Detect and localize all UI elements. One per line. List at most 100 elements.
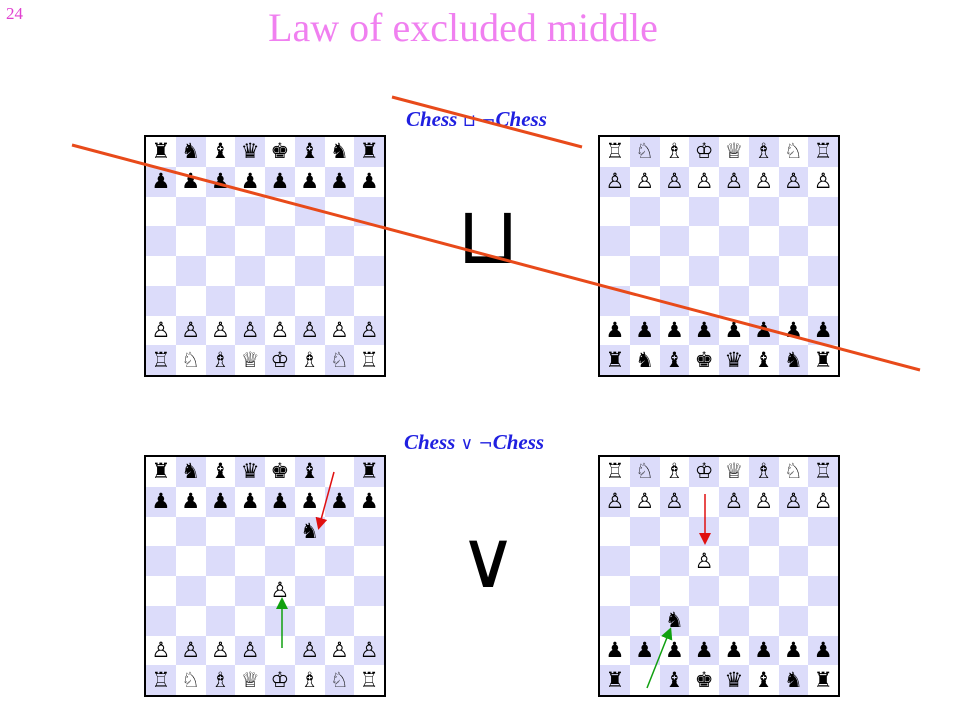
board-square [719,256,749,286]
board-square [689,196,719,227]
chess-piece: ♙ [629,166,660,197]
chess-piece: ♞ [778,665,809,695]
board-square [324,457,355,487]
board-square [146,285,176,316]
formula-left: Chess [406,107,458,131]
chess-piece: ♖ [808,457,838,487]
formula-left: Chess [404,430,456,454]
chessboard-top-left: ♜♞♝♛♚♝♞♜♟♟♟♟♟♟♟♟♙♙♙♙♙♙♙♙♖♘♗♕♔♗♘♖ [144,135,386,377]
chess-piece: ♟ [175,166,206,197]
chess-piece: ♕ [235,345,265,375]
board-square [205,605,236,636]
formula-right: Chess [492,430,545,454]
board-square [719,516,749,547]
chess-piece: ♜ [354,457,384,487]
chess-piece: ♙ [324,635,355,666]
chess-piece: ♟ [719,635,749,666]
board-square [748,196,779,227]
board-square [600,576,630,606]
chess-piece: ♙ [689,166,719,197]
board-square [294,226,325,256]
board-square [205,546,236,576]
board-square [146,576,176,606]
chess-piece: ♘ [778,137,809,167]
chess-piece: ♟ [778,315,809,346]
board-square [265,226,295,256]
board-square [146,605,176,636]
chess-piece: ♟ [629,635,660,666]
board-square [629,665,660,695]
chess-piece: ♔ [689,457,719,487]
chess-piece: ♘ [175,345,206,375]
board-square [659,196,690,227]
board-square [600,605,630,636]
chess-piece: ♞ [324,137,355,167]
board-square [175,256,206,286]
board-square [748,576,779,606]
board-square [205,516,236,547]
chess-piece: ♘ [175,665,206,695]
board-square [629,516,660,547]
board-square [600,546,630,576]
board-square [748,285,779,316]
chess-piece: ♟ [205,486,236,517]
chess-piece: ♙ [689,546,719,576]
board-square [294,196,325,227]
chess-piece: ♞ [175,137,206,167]
chess-piece: ♔ [265,665,295,695]
board-square [265,285,295,316]
board-square [748,256,779,286]
chess-piece: ♝ [659,345,690,375]
chess-piece: ♟ [748,315,779,346]
board-square [778,516,809,547]
board-square [808,546,838,576]
board-square [205,256,236,286]
chess-piece: ♙ [659,486,690,517]
chess-piece: ♟ [354,166,384,197]
formula-disjunction: Chess ∨ ¬Chess [404,430,544,455]
board-square [600,516,630,547]
board-square [175,576,206,606]
chess-piece: ♜ [600,665,630,695]
board-square [629,576,660,606]
board-square [600,285,630,316]
board-square [265,516,295,547]
chess-piece: ♟ [294,166,325,197]
board-square [689,226,719,256]
board-square [265,196,295,227]
board-square [294,546,325,576]
board-square [294,285,325,316]
board-square [205,285,236,316]
chess-piece: ♔ [265,345,295,375]
chess-piece: ♟ [146,166,176,197]
slide-title: Law of excluded middle [268,5,658,50]
chess-piece: ♟ [235,486,265,517]
chess-piece: ♙ [354,315,384,346]
board-square [778,256,809,286]
board-square [354,256,384,286]
chess-piece: ♙ [719,166,749,197]
formula-operator: ⊔ ¬ [462,111,496,131]
chess-piece: ♘ [629,137,660,167]
board-square [354,605,384,636]
board-square [808,576,838,606]
board-square [629,285,660,316]
chess-piece: ♞ [175,457,206,487]
chess-piece: ♜ [146,457,176,487]
board-square [629,196,660,227]
chess-piece: ♗ [294,665,325,695]
chess-piece: ♙ [265,576,295,606]
chess-piece: ♟ [354,486,384,517]
chess-piece: ♜ [808,665,838,695]
chess-piece: ♟ [265,486,295,517]
chess-piece: ♛ [235,457,265,487]
board-square [294,256,325,286]
chess-piece: ♗ [205,665,236,695]
board-square [354,516,384,547]
chess-piece: ♗ [659,137,690,167]
board-square [294,605,325,636]
board-square [689,256,719,286]
chess-piece: ♟ [600,315,630,346]
chess-piece: ♖ [146,665,176,695]
board-square [719,196,749,227]
